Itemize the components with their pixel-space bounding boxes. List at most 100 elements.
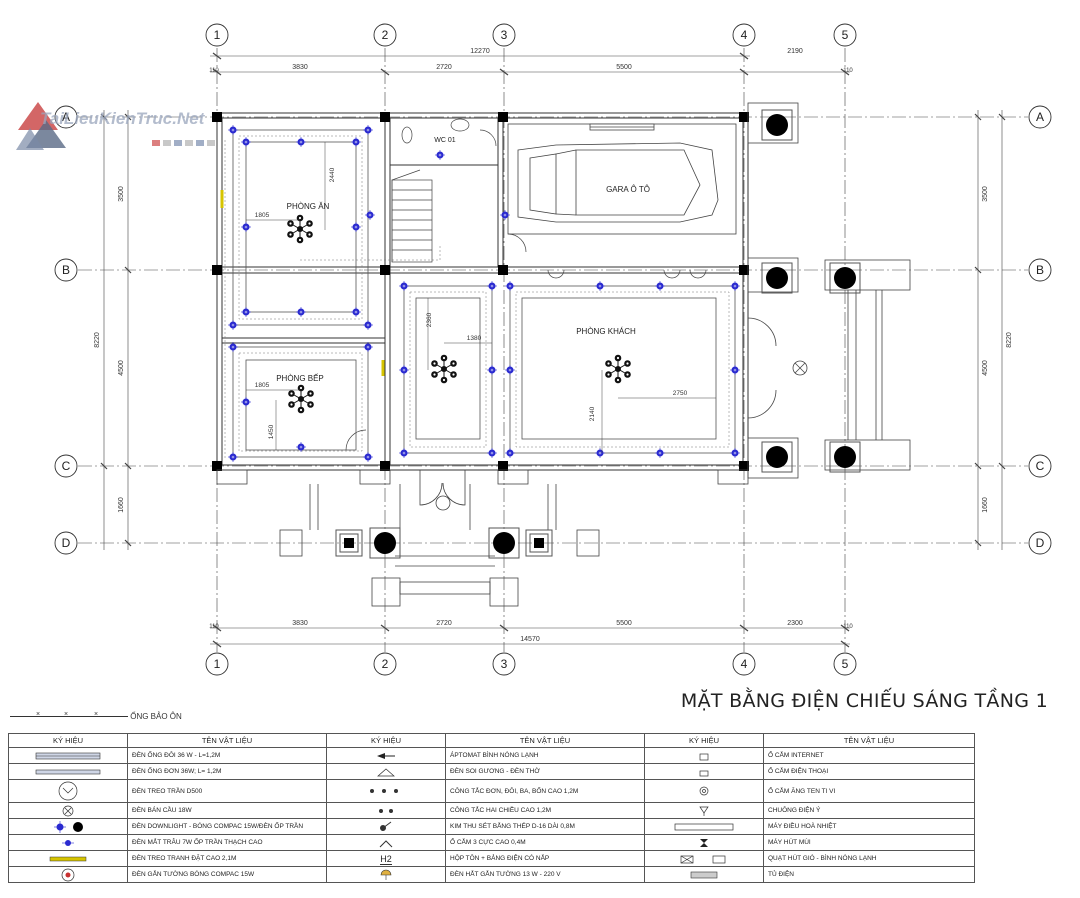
legend-item: MÁY HÚT MÙI	[763, 834, 975, 851]
legend-item: QUẠT HÚT GIÓ - BÌNH NÓNG LẠNH	[763, 850, 975, 867]
watermark-logo: TaiLieuKienTruc.Net	[16, 102, 215, 150]
legend-item: ĐÈN TREO TRANH ĐẶT CAO 2,1M	[127, 850, 327, 867]
air-conditioner-icon	[674, 823, 734, 830]
legend-item: ĐÈN HẮT GẮN TƯỜNG 13 W - 220 V	[445, 866, 645, 883]
lightning-rod-icon	[380, 821, 392, 831]
legend-row: ĐÈN TREO TRANH ĐẶT CAO 2,1M H2 HỘP TÔN +…	[8, 850, 975, 867]
dim-right-3: 1660	[982, 497, 989, 513]
dim-2140: 2140	[589, 406, 596, 421]
dim-top-3: 5500	[616, 64, 632, 71]
double-tube-light-icon	[35, 752, 101, 759]
dim-2360: 2360	[426, 312, 433, 327]
switch-icon	[370, 789, 398, 793]
dim-left-3: 1660	[118, 497, 125, 513]
dim-2440: 2440	[329, 167, 336, 182]
legend-row: ĐÈN GẮN TƯỜNG BÓNG COMPAC 15W ĐÈN HẮT GẮ…	[8, 866, 975, 883]
internet-socket-icon	[699, 753, 709, 760]
picture-light-icon	[49, 856, 87, 861]
dim-left-1: 3500	[118, 186, 125, 202]
room-dining-label: PHÒNG ĂN	[287, 202, 330, 211]
dim-small-top-right: 110	[843, 68, 853, 74]
eyeball-light-icon	[62, 839, 74, 846]
legend-item: ĐÈN ỐNG ĐƠN 36W; L= 1,2M	[127, 763, 327, 780]
grid-label-B-right: B	[1036, 263, 1044, 277]
legend-row: ĐÈN ỐNG ĐƠN 36W; L= 1,2M ĐÈN SOI GƯƠNG -…	[8, 763, 975, 780]
grid-label-2: 2	[382, 28, 389, 42]
legend-item: CÔNG TẮC HAI CHIỀU CAO 1,2M	[445, 802, 645, 819]
pipe-label: ỐNG BẢO ÔN	[130, 712, 182, 721]
legend-header: TÊN VẬT LIỆU	[763, 733, 975, 748]
dim-2750: 2750	[673, 390, 688, 397]
legend-header: TÊN VẬT LIỆU	[445, 733, 645, 748]
legend-item: CÔNG TẮC ĐƠN, ĐÔI, BA, BỐN CAO 1,2M	[445, 779, 645, 803]
legend-item: Ổ CẮM INTERNET	[763, 747, 975, 764]
dome-light-icon	[62, 805, 74, 816]
legend-item: TỦ ĐIỆN	[763, 866, 975, 883]
dim-top-1: 3830	[292, 64, 308, 71]
room-wc-label: WC 01	[434, 137, 456, 144]
two-way-switch-icon	[379, 808, 393, 813]
h2-label: H2	[380, 853, 392, 865]
room-kitchen-label: PHÒNG BẾP	[276, 373, 324, 383]
downlight-legend-icon	[54, 820, 83, 833]
legend-row: ĐÈN TREO TRẦN D500 CÔNG TẮC ĐƠN, ĐÔI, BA…	[8, 779, 975, 803]
pipe-legend: ××× ỐNG BẢO ÔN	[10, 711, 182, 721]
dim-1805-dining: 1805	[255, 212, 270, 219]
tv-antenna-socket-icon	[699, 786, 709, 796]
legend-item: ÁPTOMAT BÌNH NÓNG LẠNH	[445, 747, 645, 764]
legend-item: Ổ CẮM 3 CỰC CAO 0,4M	[445, 834, 645, 851]
grid-label-D-right: D	[1036, 536, 1045, 550]
legend-item: ĐÈN ỐNG ĐÔI 36 W - L=1,2M	[127, 747, 327, 764]
dim-right-total: 8220	[1006, 332, 1013, 348]
legend-item: MÁY ĐIỀU HOÀ NHIỆT	[763, 818, 975, 835]
grid-label-C-right: C	[1036, 459, 1045, 473]
dim-bottom-4: 2300	[787, 620, 803, 627]
legend-item: HỘP TÔN + BẢNG ĐIỆN CÓ NẮP	[445, 850, 645, 867]
pipe-line-icon: ×××	[10, 711, 128, 718]
legend-row: ĐÈN ỐNG ĐÔI 36 W - L=1,2M ÁPTOMAT BÌNH N…	[8, 747, 975, 764]
grid-label-4-bottom: 4	[741, 657, 748, 671]
legend-item: Ổ CẮM ĂNG TEN TI VI	[763, 779, 975, 803]
watermark-text: TaiLieuKienTruc.Net	[40, 109, 206, 128]
legend-item: ĐÈN BÁN CẦU 18W	[127, 802, 327, 819]
dim-top-total: 12270	[470, 48, 490, 55]
dim-left-2: 4500	[118, 360, 125, 376]
dim-bottom-1: 3830	[292, 620, 308, 627]
grid-label-A: A	[62, 110, 70, 124]
dim-left-total: 8220	[94, 332, 101, 348]
legend-item: ĐÈN SOI GƯƠNG - ĐÈN THỜ	[445, 763, 645, 780]
legend-item: ĐÈN TREO TRẦN D500	[127, 779, 327, 803]
legend-item: ĐÈN MẮT TRÂU 7W ỐP TRẦN THẠCH CAO	[127, 834, 327, 851]
exhaust-fan-icon	[680, 855, 726, 863]
phone-socket-icon	[699, 770, 709, 776]
grid-label-3: 3	[501, 28, 508, 42]
legend-row: ĐÈN BÁN CẦU 18W CÔNG TẮC HAI CHIỀU CAO 1…	[8, 802, 975, 819]
dim-1380: 1380	[467, 335, 482, 342]
legend-item: KIM THU SÉT BẰNG THÉP D-16 DÀI 0,8M	[445, 818, 645, 835]
dim-bottom-2: 2720	[436, 620, 452, 627]
dim-1805-kitchen: 1805	[255, 382, 270, 389]
grid-label-B: B	[62, 263, 70, 277]
dim-small-bottom-left: 110	[209, 624, 219, 630]
range-hood-icon	[700, 838, 708, 847]
pendant-light-icon	[58, 781, 78, 801]
grid-label-4: 4	[741, 28, 748, 42]
legend-item: ĐÈN GẮN TƯỜNG BÓNG COMPAC 15W	[127, 866, 327, 883]
dim-bottom-total: 14570	[520, 636, 540, 643]
room-garage-label: GARA Ô TÔ	[606, 185, 650, 194]
grid-label-C: C	[62, 459, 71, 473]
drawing-title: MẶT BẰNG ĐIỆN CHIẾU SÁNG TẦNG 1	[680, 690, 1048, 712]
legend-item: CHUÔNG ĐIỆN Ý	[763, 802, 975, 819]
legend-table: KÝ HIỆU TÊN VẬT LIỆU KÝ HIỆU TÊN VẬT LIỆ…	[8, 733, 975, 883]
wall-light-icon	[61, 868, 75, 881]
legend-header: KÝ HIỆU	[8, 733, 128, 748]
dim-bottom-3: 5500	[616, 620, 632, 627]
breaker-icon	[377, 752, 395, 759]
dim-right-1: 3500	[982, 186, 989, 202]
legend-header: KÝ HIỆU	[644, 733, 764, 748]
dim-1450: 1450	[268, 424, 275, 439]
dim-small-bottom-right: 110	[843, 624, 853, 630]
grid-label-1-bottom: 1	[214, 657, 221, 671]
dim-top-2: 2720	[436, 64, 452, 71]
dim-right-2: 4500	[982, 360, 989, 376]
